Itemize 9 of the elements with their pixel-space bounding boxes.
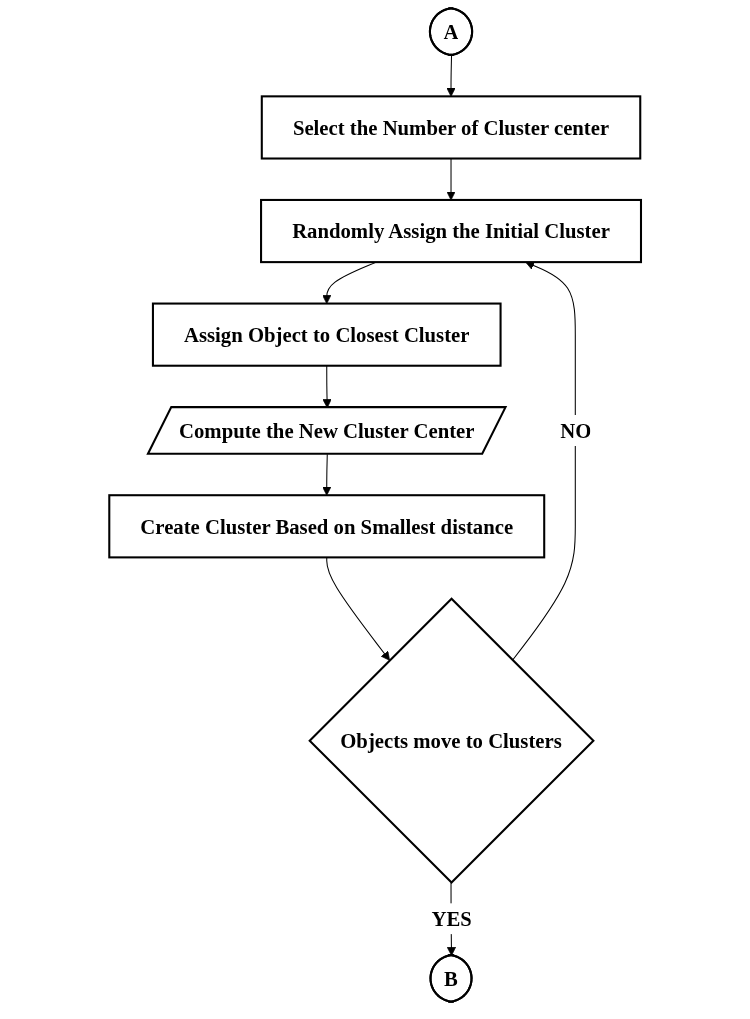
arrow — [322, 453, 332, 496]
node-box: Select the Number of Cluster center — [260, 95, 642, 160]
edge-label: NO — [560, 419, 592, 442]
node-diamond: Objects move to Clusters — [308, 597, 595, 884]
arrow — [446, 54, 456, 97]
edge-label: YES — [431, 907, 472, 931]
node-box: Randomly Assign the Initial Cluster — [259, 198, 642, 264]
node-box: Assign Object to Closest Cluster — [151, 302, 502, 367]
node-box: Create Cluster Based on Smallest distance — [108, 494, 546, 559]
